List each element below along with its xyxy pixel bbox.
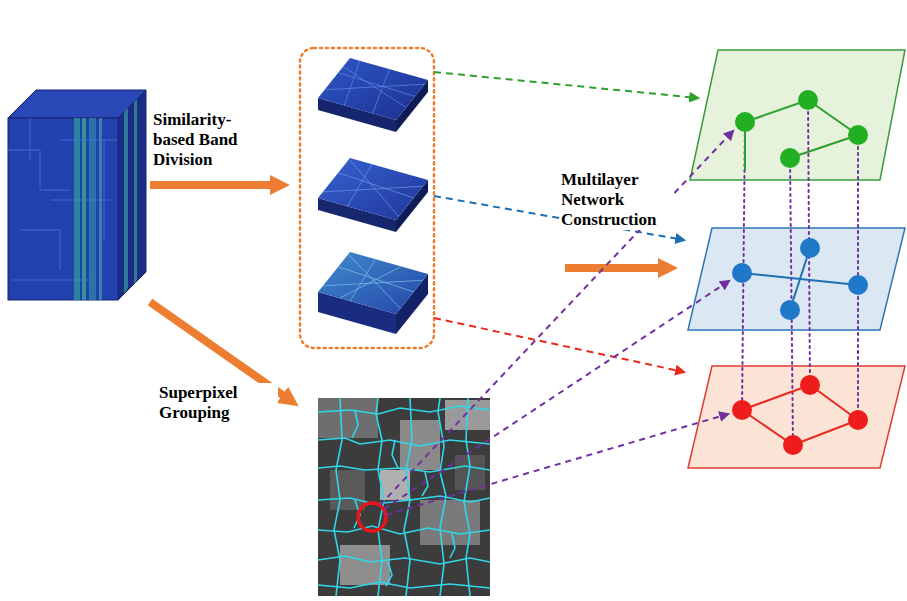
superpixel-link [380,131,733,515]
network-node [732,238,868,320]
process-arrow [150,302,284,396]
network-layer [690,50,905,180]
network-edge [742,248,858,310]
step-label: Superpixel Grouping [158,383,278,423]
layer-link [434,318,684,372]
step-label: Multilayer Network Construction [560,170,674,230]
band-slab [318,252,428,334]
layer-link [434,72,698,98]
network-edge [742,385,858,445]
network-layer [688,228,905,330]
band-slab [318,158,428,232]
band-group-frame [300,48,434,348]
process-arrow [565,264,660,272]
network-layer [688,366,905,468]
network-node [735,90,868,168]
step-label: Similarity-based Band Division [152,110,272,170]
interlayer-link [742,100,858,445]
superpixel-image [318,398,490,596]
network-node [732,375,868,455]
band-slab [318,58,428,132]
process-arrow [150,181,272,189]
data-cube [8,90,146,300]
network-edge [745,100,858,170]
